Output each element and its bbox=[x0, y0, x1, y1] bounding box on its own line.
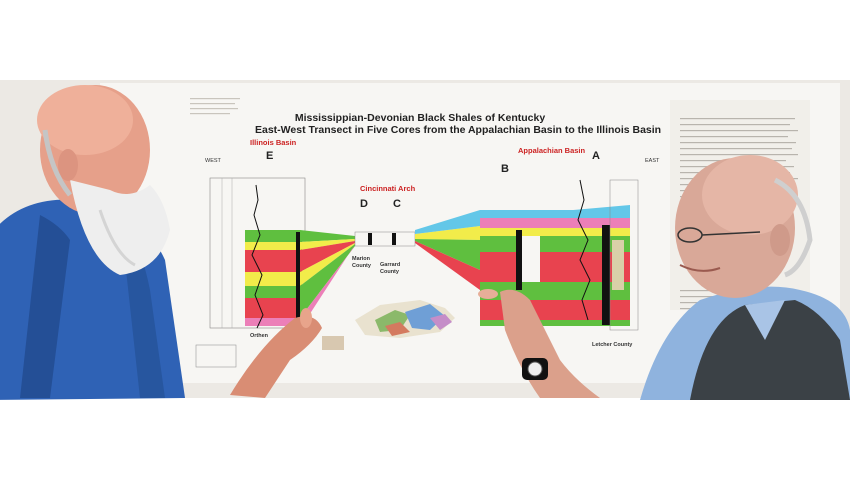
label-appalachian-basin: Appalachian Basin bbox=[518, 146, 586, 155]
core-letter-a: A bbox=[592, 150, 600, 162]
kentucky-map bbox=[355, 300, 455, 338]
person-left bbox=[0, 85, 322, 400]
core-letter-e: E bbox=[266, 150, 274, 162]
correlation-bands-west bbox=[300, 230, 355, 326]
left-legend bbox=[190, 98, 240, 115]
correlation-bands-east bbox=[415, 210, 480, 290]
label-letcher-county: Letcher County bbox=[592, 342, 633, 348]
label-east: EAST bbox=[645, 158, 660, 164]
core-letter-c: C bbox=[393, 198, 401, 210]
wristwatch bbox=[522, 358, 548, 380]
poster-title: Mississippian-Devonian Black Shales of K… bbox=[255, 112, 662, 136]
poster-title-line1: Mississippian-Devonian Black Shales of K… bbox=[294, 112, 546, 124]
label-partial-county: Orthen bbox=[250, 333, 269, 339]
label-garrard-county: Garrard County bbox=[380, 262, 401, 275]
person-right bbox=[478, 155, 850, 400]
label-illinois-basin: Illinois Basin bbox=[250, 138, 297, 147]
core-e-panel bbox=[209, 177, 306, 329]
glasses bbox=[677, 227, 761, 243]
small-map-left bbox=[322, 336, 344, 350]
poster-title-line2: East-West Transect in Five Cores from th… bbox=[255, 124, 662, 136]
core-letter-b: B bbox=[501, 163, 509, 175]
label-west: WEST bbox=[205, 158, 221, 164]
label-marion-county: Marion County bbox=[352, 256, 371, 269]
label-cincinnati-arch: Cincinnati Arch bbox=[360, 184, 416, 193]
core-letter-d: D bbox=[360, 198, 368, 210]
left-legend-box bbox=[195, 344, 237, 368]
